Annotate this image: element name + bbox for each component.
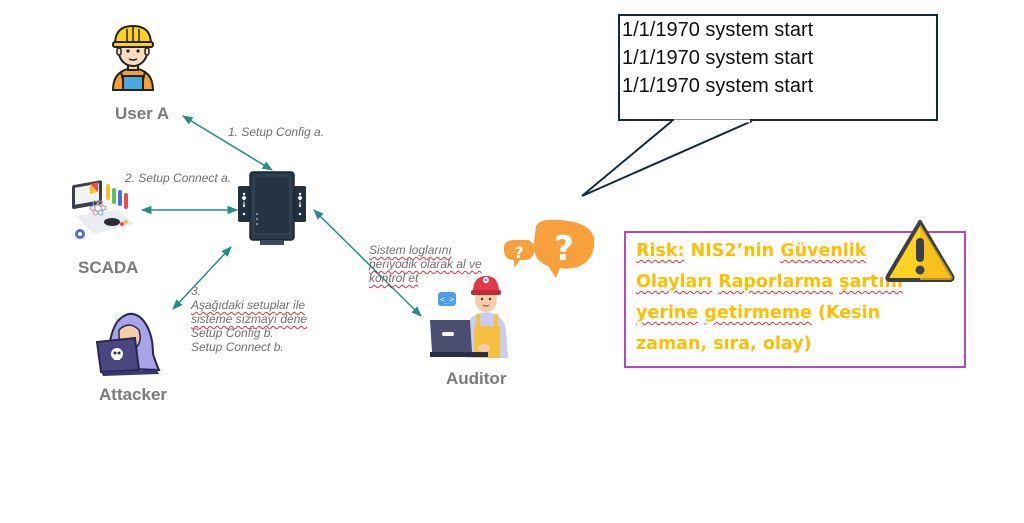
auditor-task-line: periyodik olarak al ve	[369, 257, 482, 271]
step-3-number: 3.	[191, 284, 202, 298]
step-1-label: 1. Setup Config a.	[228, 125, 325, 139]
auditor-task-label: Sistem loglarını periyodik olarak al ve …	[369, 243, 482, 285]
actor-label-user-a: User A	[115, 104, 170, 123]
log-speech-bubble: 1/1/1970 system start 1/1/1970 system st…	[618, 14, 938, 121]
auditor-task-line: Sistem loglarını	[369, 243, 452, 257]
scada-dashboard-icon	[72, 180, 134, 239]
warning-triangle-icon	[885, 220, 955, 282]
bubble-tail	[581, 120, 753, 197]
auditor-engineer-laptop-icon: <_>	[430, 276, 508, 358]
arrow-attacker-device	[172, 246, 232, 310]
step-3-label: 3. Aşağıdaki setuplar ile sisteme sızmay…	[191, 284, 307, 354]
risk-callout: Risk: NIS2’nin Güvenlik Olayları Raporla…	[624, 231, 966, 368]
construction-worker-icon	[111, 24, 155, 91]
question-bubble-icon: ? ?	[504, 219, 595, 278]
svg-text:?: ?	[514, 243, 523, 262]
log-line: 1/1/1970 system start	[622, 19, 814, 41]
step-3-line: Setup Config b.	[191, 326, 274, 340]
step-3-line: sisteme sızmayı dene	[191, 312, 308, 326]
step-2-label: 2. Setup Connect a.	[125, 171, 232, 185]
actor-label-attacker: Attacker	[99, 385, 168, 404]
svg-text:?: ?	[554, 229, 574, 269]
industrial-gateway-device-icon	[238, 171, 306, 245]
step-3-line: Setup Connect b.	[191, 340, 284, 354]
arrow-device-auditor	[313, 209, 422, 317]
actor-label-auditor: Auditor	[446, 369, 507, 388]
hooded-hacker-laptop-icon	[95, 312, 161, 376]
svg-text:<_>: <_>	[440, 295, 455, 304]
arrow-user-device	[182, 115, 273, 171]
step-3-line: Aşağıdaki setuplar ile	[191, 298, 306, 312]
log-line: 1/1/1970 system start	[622, 75, 814, 97]
log-line: 1/1/1970 system start	[622, 47, 814, 69]
risk-text: Risk: NIS2’nin Güvenlik Olayları Raporla…	[636, 241, 903, 354]
auditor-task-line: kontrol et	[369, 271, 419, 285]
actor-label-scada: SCADA	[78, 258, 139, 277]
